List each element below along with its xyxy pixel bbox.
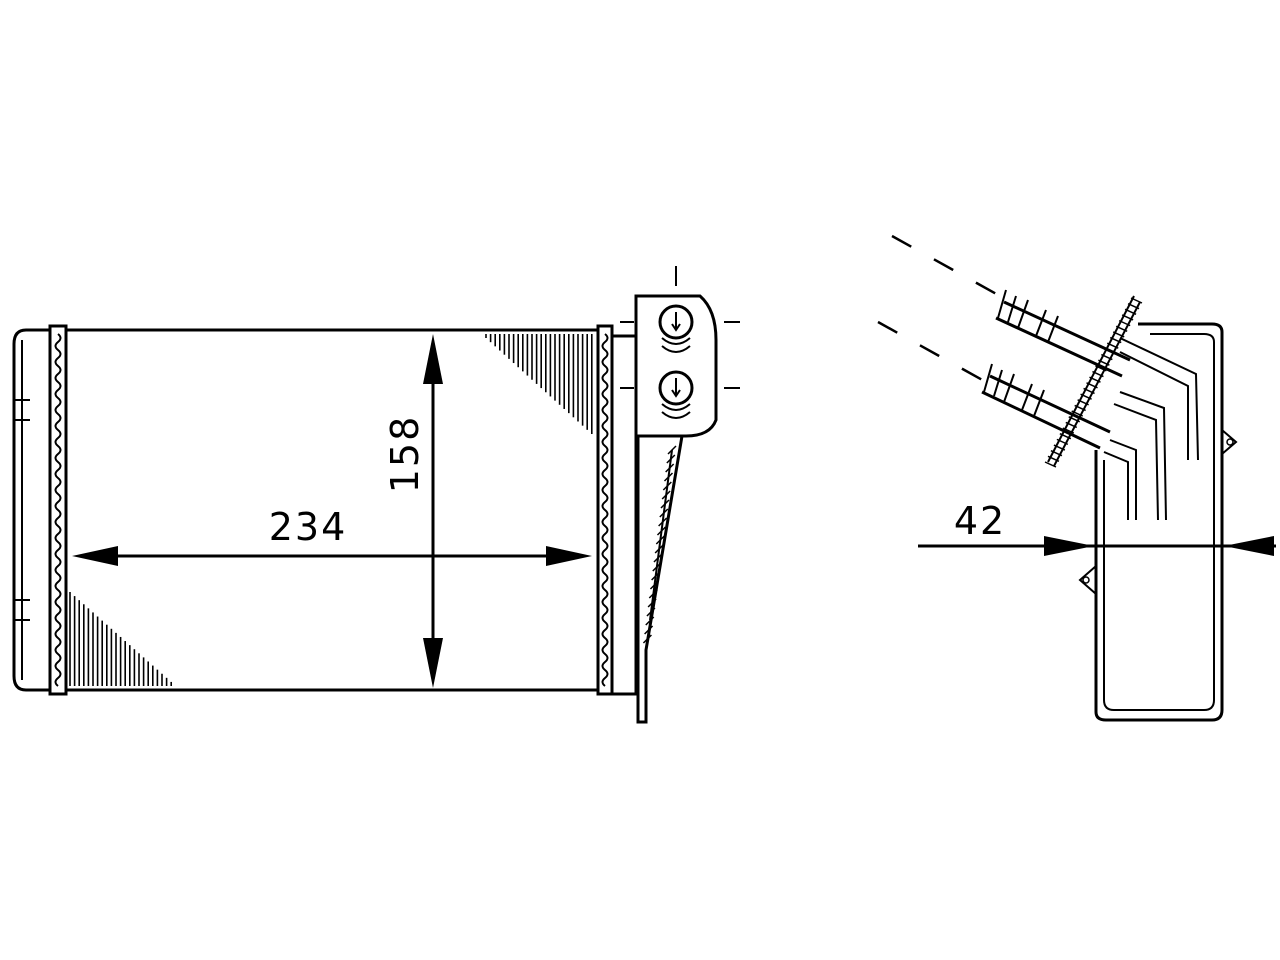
lower-pipe xyxy=(981,363,1111,450)
width-label: 234 xyxy=(269,505,348,549)
depth-dimension: 42 xyxy=(918,499,1276,556)
height-label: 158 xyxy=(383,415,427,494)
fin-hatching-top xyxy=(485,334,593,434)
depth-label: 42 xyxy=(954,499,1006,543)
pipe-flange xyxy=(620,266,740,438)
upper-pipe-centerline xyxy=(891,234,1001,298)
side-body-outline xyxy=(1094,322,1224,722)
front-view: 234 158 xyxy=(12,266,740,724)
fin-hatching-bottom xyxy=(69,592,172,686)
left-header-tank xyxy=(12,324,68,696)
upper-pipe xyxy=(995,289,1131,378)
lower-pipe-centerline xyxy=(877,320,987,384)
right-header-tank xyxy=(596,324,638,696)
width-dimension: 234 xyxy=(72,505,592,566)
height-dimension: 158 xyxy=(383,334,443,688)
side-view: 42 xyxy=(877,234,1276,722)
mounting-bracket xyxy=(636,435,684,724)
